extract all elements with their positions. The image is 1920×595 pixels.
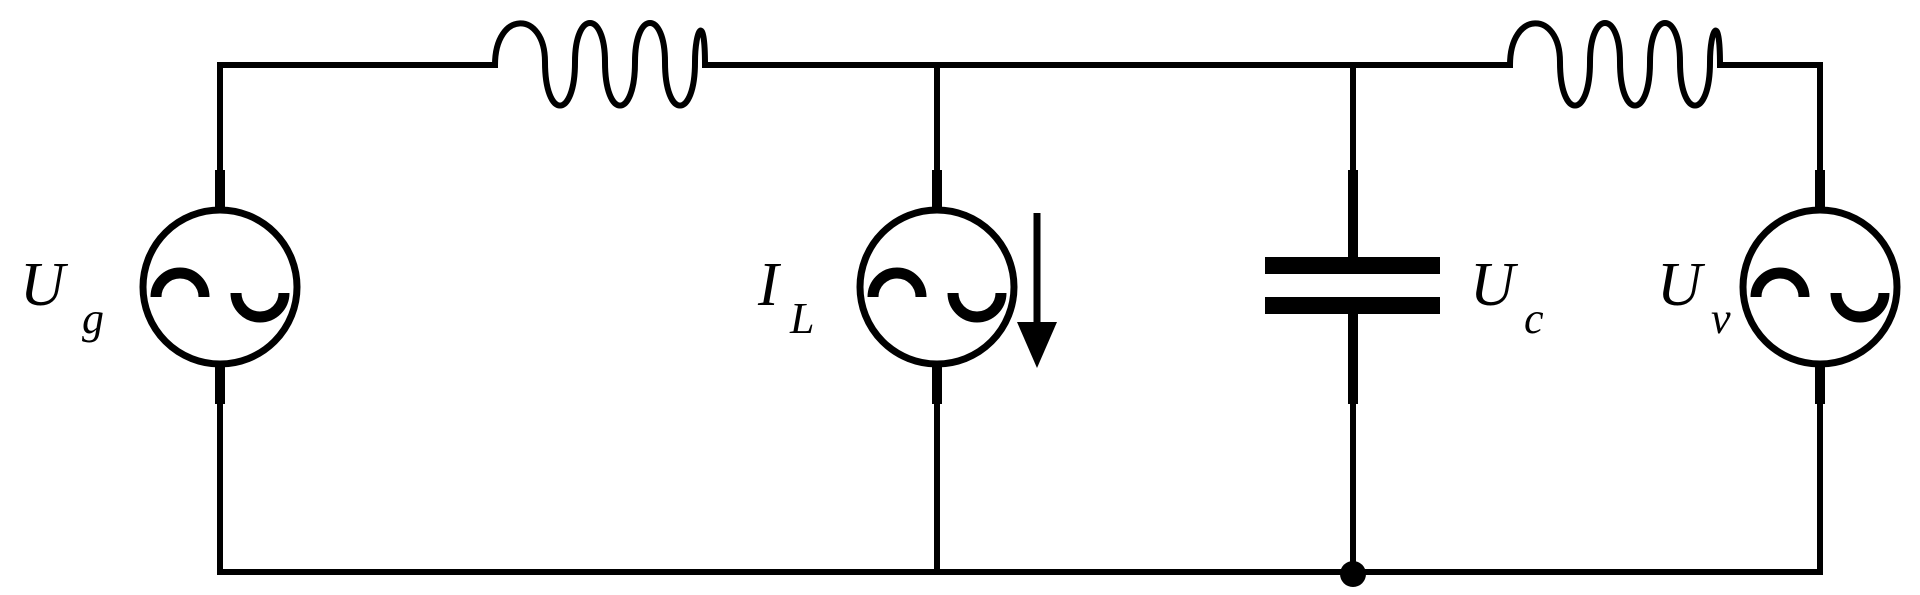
label-converter-voltage: U v	[1657, 251, 1731, 343]
component-leads	[215, 170, 1825, 404]
label-main: U	[20, 251, 69, 319]
wires	[217, 62, 1823, 575]
junction-dot-icon	[1340, 561, 1366, 587]
label-main: U	[1470, 251, 1519, 319]
ac-source-icon	[1739, 206, 1901, 368]
label-sub: L	[789, 294, 814, 343]
inductor-icon	[492, 20, 708, 109]
arrow-down-icon	[1017, 213, 1057, 368]
label-load-current: I L	[757, 251, 814, 343]
label-sub: c	[1524, 294, 1544, 343]
label-sub: g	[82, 294, 104, 343]
label-sub: v	[1711, 294, 1731, 343]
bottom-wire	[217, 367, 1823, 575]
top-wire-right	[1717, 62, 1823, 208]
label-main: U	[1657, 251, 1706, 319]
capacitor-icon	[1265, 257, 1440, 314]
label-capacitor-voltage: U c	[1470, 251, 1544, 343]
ac-current-source-icon	[856, 206, 1018, 368]
label-grid-voltage: U g	[20, 251, 104, 343]
top-wire-left	[217, 62, 498, 208]
ac-source-icon	[139, 206, 301, 368]
label-main: I	[757, 251, 782, 319]
inductor-icon	[1507, 20, 1723, 109]
